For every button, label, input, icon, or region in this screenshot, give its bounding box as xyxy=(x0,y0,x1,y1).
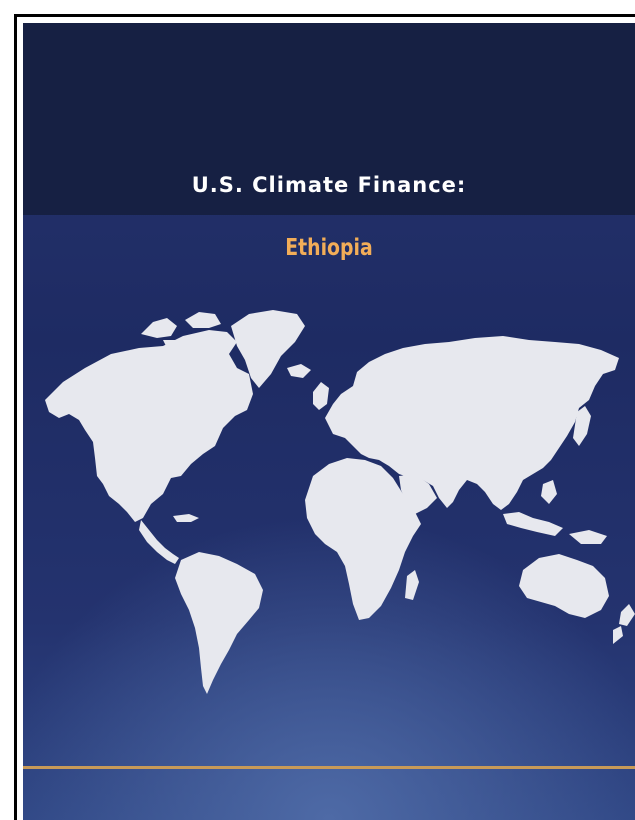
cover-title: U.S. Climate Finance: xyxy=(191,173,467,197)
arctic-islands xyxy=(141,318,177,338)
madagascar xyxy=(405,570,419,600)
new-guinea xyxy=(569,530,607,544)
africa xyxy=(305,458,421,620)
cover-frame: U.S. Climate Finance: Ethiopia xyxy=(14,14,635,820)
arctic-islands-3 xyxy=(163,340,181,352)
world-map xyxy=(45,310,635,694)
arctic-islands-2 xyxy=(185,312,221,328)
south-america xyxy=(175,552,263,694)
iceland xyxy=(287,364,311,378)
new-zealand xyxy=(619,604,635,626)
book-cover: U.S. Climate Finance: Ethiopia xyxy=(23,23,635,820)
caribbean xyxy=(173,514,199,522)
title-band xyxy=(23,23,635,215)
central-america xyxy=(139,520,179,564)
australia xyxy=(519,554,609,618)
british-isles xyxy=(313,382,329,410)
philippines xyxy=(541,480,557,504)
cover-subtitle: Ethiopia xyxy=(285,235,373,261)
new-zealand-south xyxy=(613,626,623,644)
decorative-rule xyxy=(23,766,635,769)
eurasia xyxy=(325,336,619,510)
japan xyxy=(573,406,591,446)
greenland xyxy=(231,310,305,388)
north-america xyxy=(45,330,253,522)
southeast-asia-islands xyxy=(503,512,563,536)
